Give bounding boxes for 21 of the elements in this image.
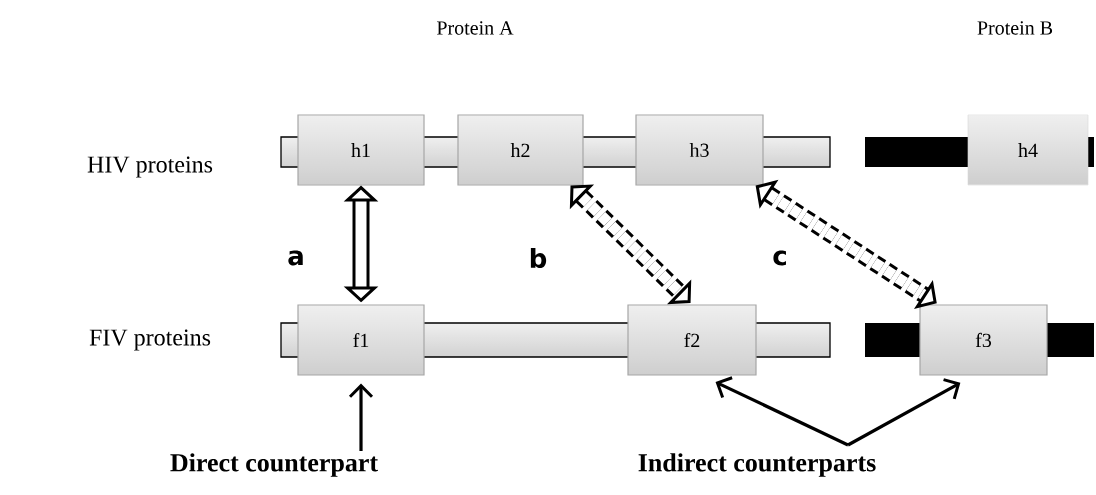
- arrow: [715, 376, 849, 447]
- edge-label: c: [773, 250, 786, 266]
- label: HIV proteins: [87, 156, 213, 178]
- label: FIV proteins: [89, 329, 211, 351]
- label: Protein A: [437, 21, 514, 35]
- domain-box: h4: [967, 114, 1089, 186]
- domain-box: f1: [297, 304, 425, 376]
- counterpart-label: Direct counterpart: [170, 453, 378, 477]
- protein-bar: [865, 137, 968, 167]
- arrow: [847, 378, 961, 447]
- arrow: [348, 383, 374, 451]
- protein-bar: [865, 323, 920, 357]
- domain-box: h2: [457, 114, 584, 186]
- domain-box: h3: [635, 114, 764, 186]
- domain-box: f3: [919, 304, 1048, 376]
- counterpart-label: Indirect counterparts: [638, 453, 876, 477]
- label: Protein B: [977, 21, 1053, 35]
- edge-label: b: [530, 247, 547, 269]
- edge-label: a: [288, 250, 303, 266]
- domain-box: f2: [627, 304, 757, 376]
- domain-box: h1: [297, 114, 425, 186]
